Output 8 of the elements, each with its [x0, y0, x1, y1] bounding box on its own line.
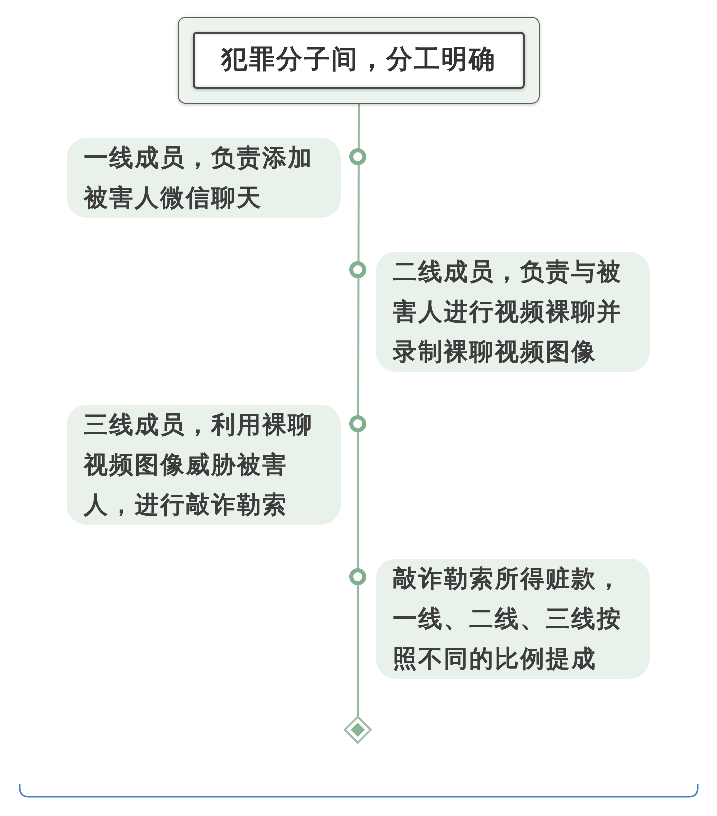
card-text: 一线成员，负责添加被害人微信聊天: [84, 143, 314, 214]
timeline-line: [357, 104, 360, 716]
card-text: 敲诈勒索所得赃款，一线、二线、三线按照不同的比例提成: [393, 564, 624, 675]
title-text: 犯罪分子间，分工明确: [222, 44, 496, 77]
diamond-node: [344, 716, 372, 744]
title-frame: [178, 17, 540, 104]
card-text: 二线成员，负责与被害人进行视频裸聊并录制裸聊视频图像: [393, 257, 624, 368]
card-text: 三线成员，利用裸聊视频图像威胁被害人，进行敲诈勒索: [84, 410, 314, 521]
